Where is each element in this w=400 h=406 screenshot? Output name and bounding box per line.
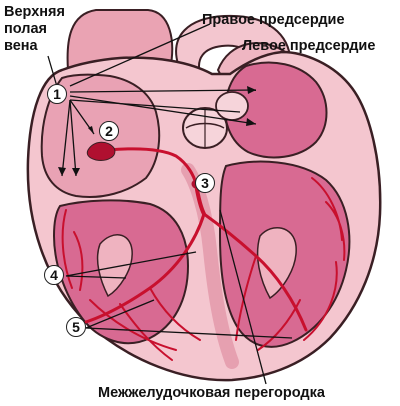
label-interventricular-septum: Межжелудочковая перегородка	[98, 385, 325, 401]
purkinje-fibers	[61, 177, 346, 361]
marker-2: 2	[99, 121, 119, 141]
marker-4: 4	[44, 265, 64, 285]
pulmonary-valve	[215, 91, 249, 121]
papillary-muscle	[256, 226, 297, 300]
marker-1: 1	[47, 84, 67, 104]
internodal-pathway	[106, 147, 198, 186]
superior-vena-cava	[66, 9, 174, 71]
label-superior-vena-cava: Верхняя полая вена	[4, 4, 65, 54]
arrowheads	[58, 86, 256, 176]
pointer-lines	[47, 23, 293, 385]
label-left-atrium: Левое предсердие	[242, 38, 376, 54]
marker-3: 3	[195, 173, 215, 193]
marker-5: 5	[66, 317, 86, 337]
label-right-atrium: Правое предсердие	[202, 12, 345, 28]
sa-node	[86, 141, 116, 161]
